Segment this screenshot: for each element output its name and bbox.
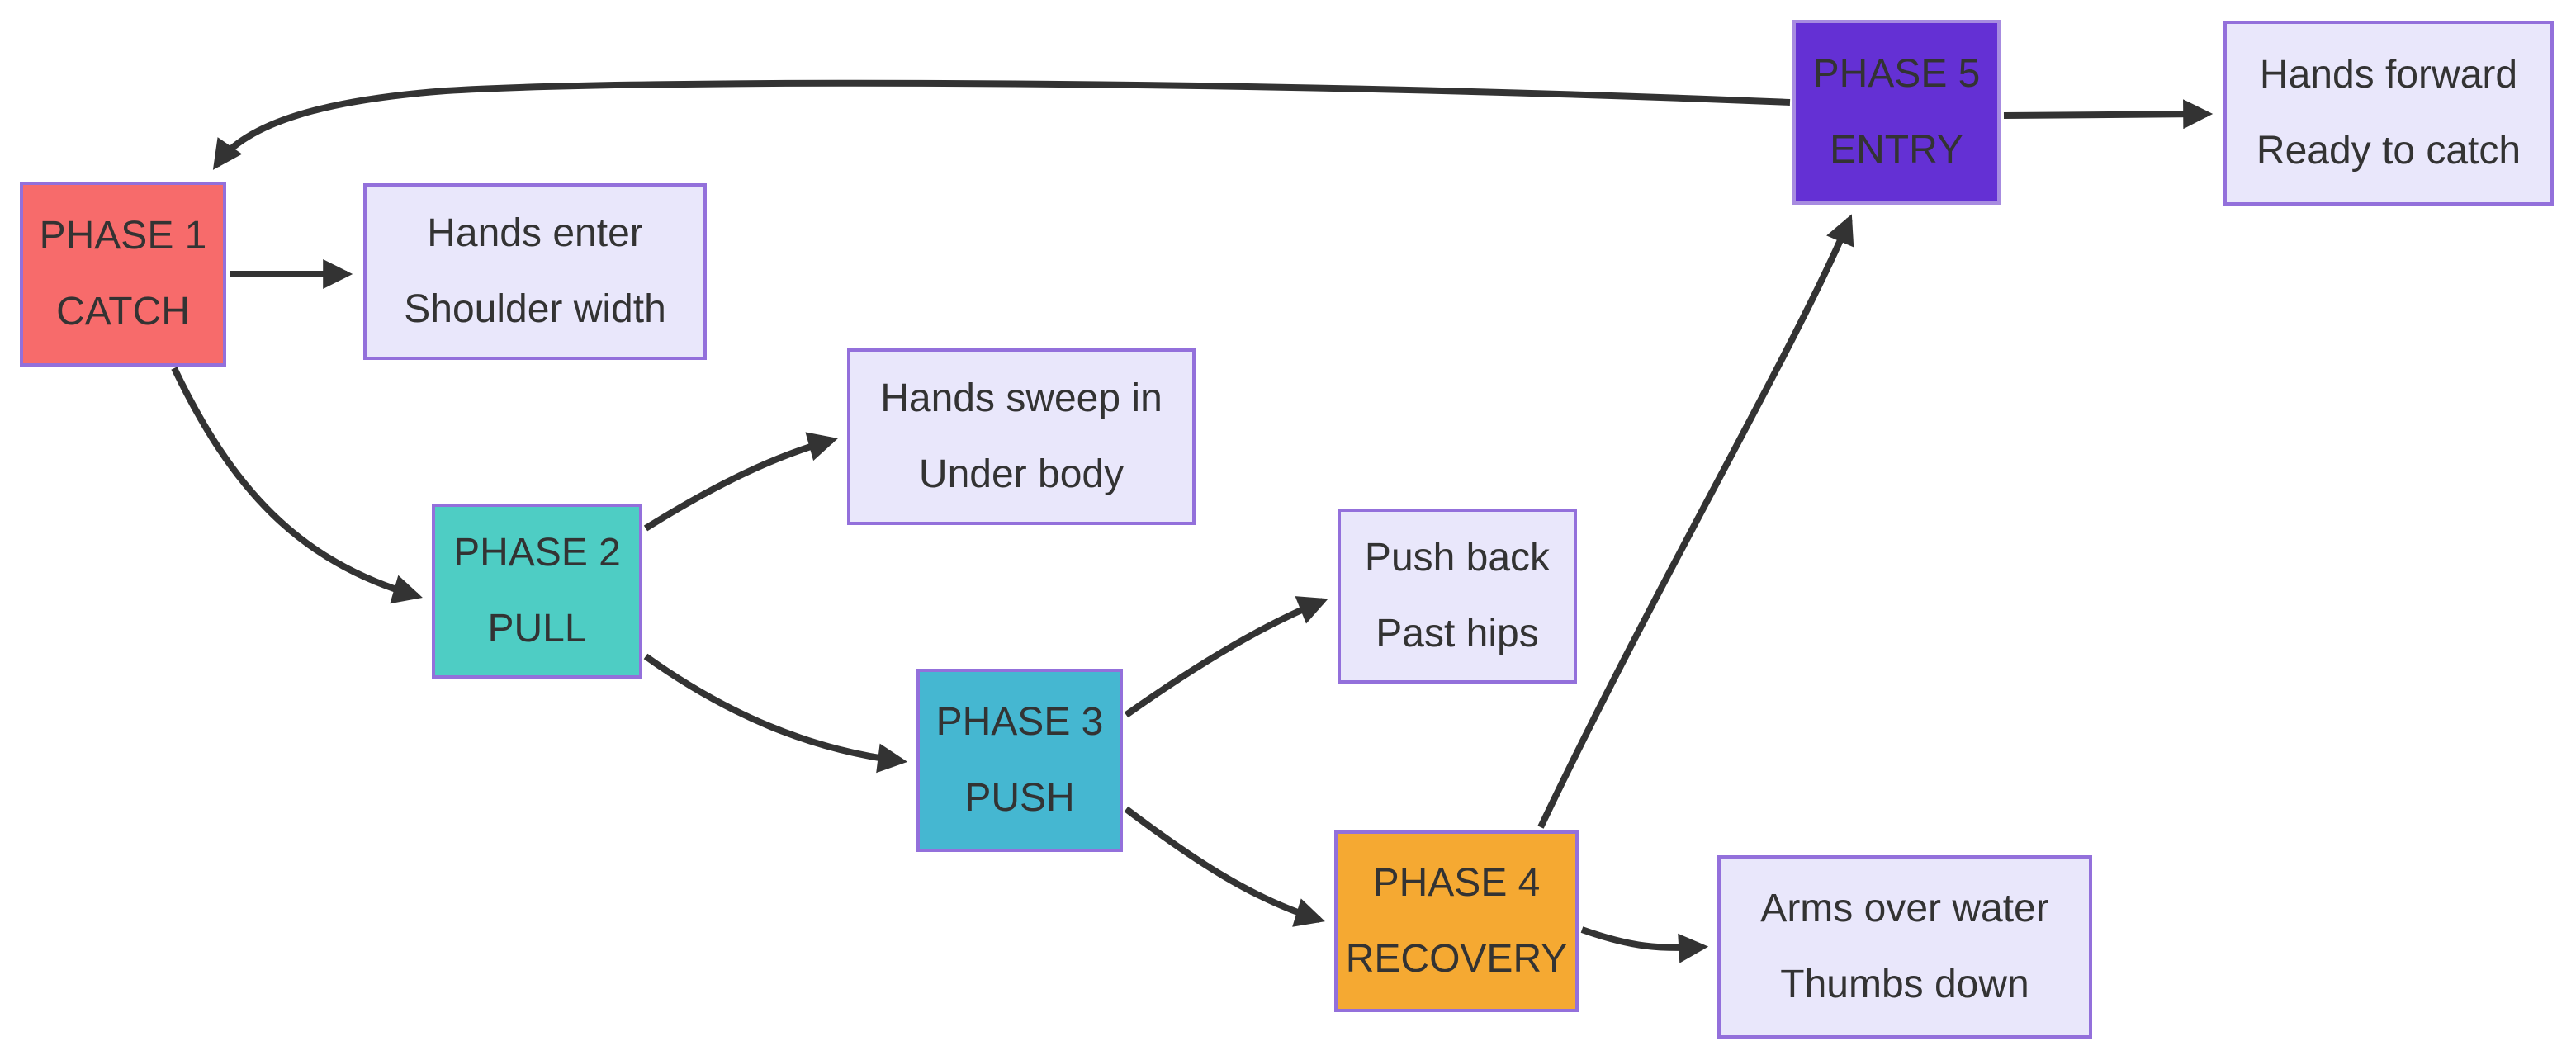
node-phase3: PHASE 3 PUSH xyxy=(916,669,1123,852)
node-label-line: PHASE 3 xyxy=(935,700,1104,744)
edge-phase4-to-note4 xyxy=(1580,926,1709,963)
node-phase1: PHASE 1 CATCH xyxy=(20,182,226,367)
node-label-line: Past hips xyxy=(1376,612,1539,655)
node-label-line: Under body xyxy=(918,452,1125,496)
node-phase4: PHASE 4 RECOVERY xyxy=(1334,830,1579,1012)
node-label-line: Push back xyxy=(1364,536,1551,580)
edge-phase3-to-phase4 xyxy=(1124,806,1325,927)
node-label-line: ENTRY xyxy=(1830,128,1963,172)
edge-phase2-to-note2 xyxy=(643,432,838,532)
edge-phase3-to-note3 xyxy=(1124,596,1328,718)
node-label-line: Shoulder width xyxy=(404,287,666,331)
node-label-line: PHASE 4 xyxy=(1372,861,1541,905)
node-label-line: CATCH xyxy=(56,290,190,334)
node-label-line: PUSH xyxy=(964,776,1075,820)
edge-phase2-to-phase3 xyxy=(643,653,908,774)
node-label-line: PHASE 5 xyxy=(1812,52,1981,96)
node-label-line: Arms over water xyxy=(1760,887,2049,930)
node-label-line: PHASE 1 xyxy=(39,214,207,258)
node-label-line: PHASE 2 xyxy=(453,531,621,575)
node-label-line: Hands forward xyxy=(2259,53,2518,97)
node-label-line: Thumbs down xyxy=(1780,963,2029,1006)
edge-phase4-to-phase5 xyxy=(1537,214,1854,829)
edge-phase5-to-phase1 xyxy=(212,79,1791,170)
node-note2: Hands sweep in Under body xyxy=(847,348,1196,525)
node-label-line: Ready to catch xyxy=(2256,129,2522,173)
edge-phase1-to-phase2 xyxy=(171,367,423,604)
node-label-line: RECOVERY xyxy=(1345,937,1568,981)
node-label-line: Hands enter xyxy=(427,211,643,255)
node-phase5: PHASE 5 ENTRY xyxy=(1792,20,2001,205)
edge-phase5-to-note5 xyxy=(2003,99,2214,130)
node-label-line: Hands sweep in xyxy=(880,376,1163,420)
node-label-line: PULL xyxy=(487,607,587,651)
node-phase2: PHASE 2 PULL xyxy=(432,504,642,679)
